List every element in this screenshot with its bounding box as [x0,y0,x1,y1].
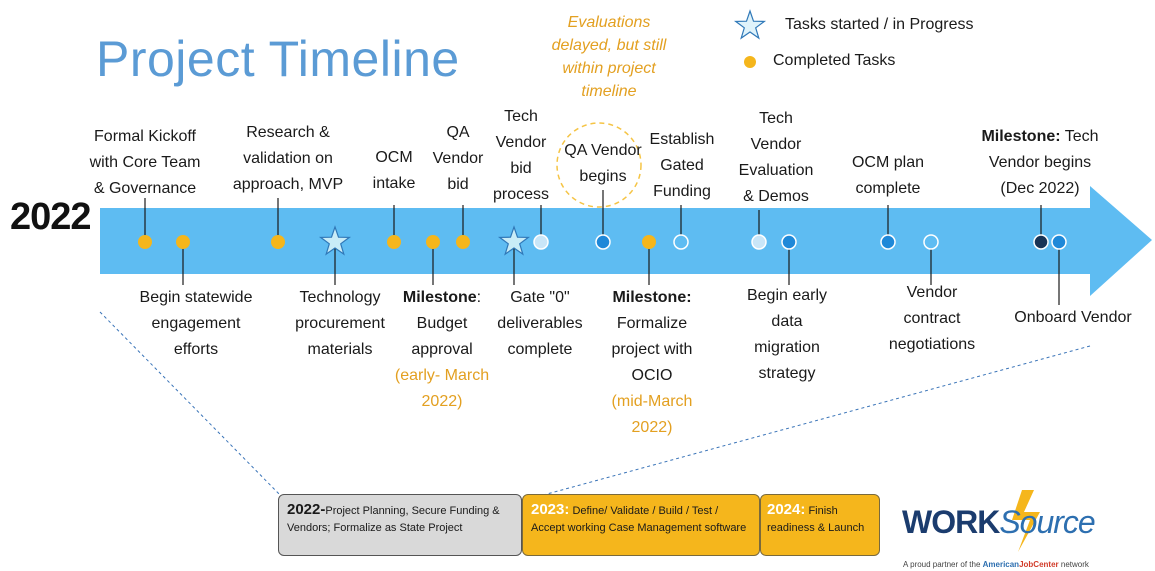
phase-2023: 2023: Define/ Validate / Build / Test / … [522,494,760,556]
completed-dot-qa-bid [456,235,470,249]
legend-in-progress: Tasks started / in Progress [785,16,974,33]
phase-2022: 2022-Project Planning, Secure Funding & … [278,494,522,556]
completed-dot-formalize [642,235,656,249]
year-label: 2022 [10,196,92,238]
label-milestone-tech-vendor: Milestone: Tech Vendor begins(Dec 2022) [981,128,1099,197]
star-icon [733,9,767,40]
zoom-line-right [524,345,1091,501]
completed-dot-statewide [176,235,190,249]
star-icon-gate0 [497,225,531,256]
highlight-circle [556,122,642,208]
blue-dot-onboard [1051,234,1067,250]
timeline-arrow [100,186,1152,296]
light-dot-vendor-contract [923,234,939,250]
phase-2024: 2024: Finish readiness & Launch [760,494,880,556]
light-dot-gated-funding [673,234,689,250]
blue-dot-data-migration [781,234,797,250]
zoom-line-left [99,311,286,501]
light-dot-tech-bid [533,234,549,250]
blue-dot-ocm-plan [880,234,896,250]
label-onboard: Onboard Vendor [1014,309,1132,326]
legend-completed: Completed Tasks [773,52,896,69]
light-dot-tech-eval [751,234,767,250]
completed-dot-kickoff [138,235,152,249]
dark-dot-milestone-tech [1033,234,1049,250]
worksource-logo: WORKSource [902,504,1096,540]
completed-dot-research [271,235,285,249]
completed-dot-budget [426,235,440,249]
logo-tagline: A proud partner of the AmericanJobCenter… [903,560,1089,569]
page-title: Project Timeline [96,31,460,87]
completed-dot-ocm-intake [387,235,401,249]
blue-dot-qa-begins [595,234,611,250]
star-icon-tech-procurement [318,225,352,256]
logo-swoosh-icon [1012,490,1040,552]
dot-icon [744,56,756,68]
